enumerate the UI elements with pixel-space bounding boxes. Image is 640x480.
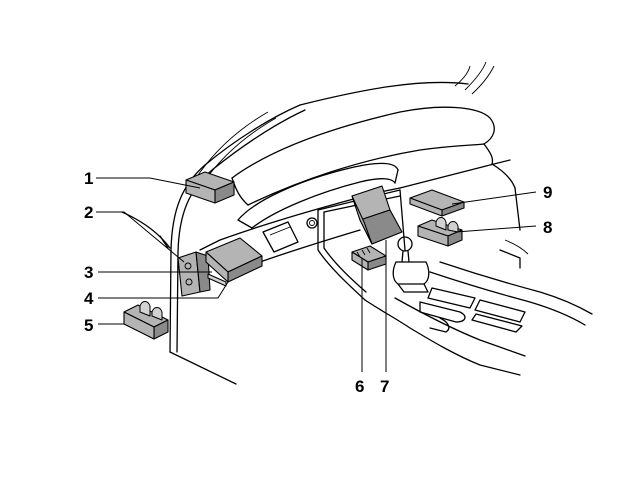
- callout-9: 9: [543, 183, 552, 202]
- callout-3: 3: [84, 263, 93, 282]
- dashboard-top: [231, 106, 495, 206]
- callout-4: 4: [84, 289, 94, 308]
- part-2-bracket: [177, 251, 211, 297]
- console-tunnel: [364, 239, 593, 376]
- console-tray: [419, 287, 526, 333]
- part-8-bracket: [417, 217, 463, 247]
- part-5-bracket: [123, 301, 169, 340]
- gear-shifter: [392, 236, 430, 293]
- part-4-control-unit: [205, 237, 263, 287]
- part-7-console-unit: [351, 185, 403, 245]
- callout-5: 5: [84, 316, 93, 335]
- windshield-top: [299, 61, 495, 106]
- part-6-switch: [351, 245, 387, 271]
- callout-8: 8: [543, 218, 552, 237]
- leader-lines: [96, 177, 537, 372]
- callout-1: 1: [84, 169, 93, 188]
- callout-7: 7: [380, 377, 389, 396]
- callout-2: 2: [84, 203, 93, 222]
- callout-6: 6: [355, 377, 364, 396]
- part-9-plate: [409, 189, 465, 217]
- ignition-knob: [306, 217, 318, 229]
- left-vent: [262, 221, 299, 253]
- instrument-hood: [237, 162, 399, 229]
- part-1-dash-module: [185, 171, 235, 204]
